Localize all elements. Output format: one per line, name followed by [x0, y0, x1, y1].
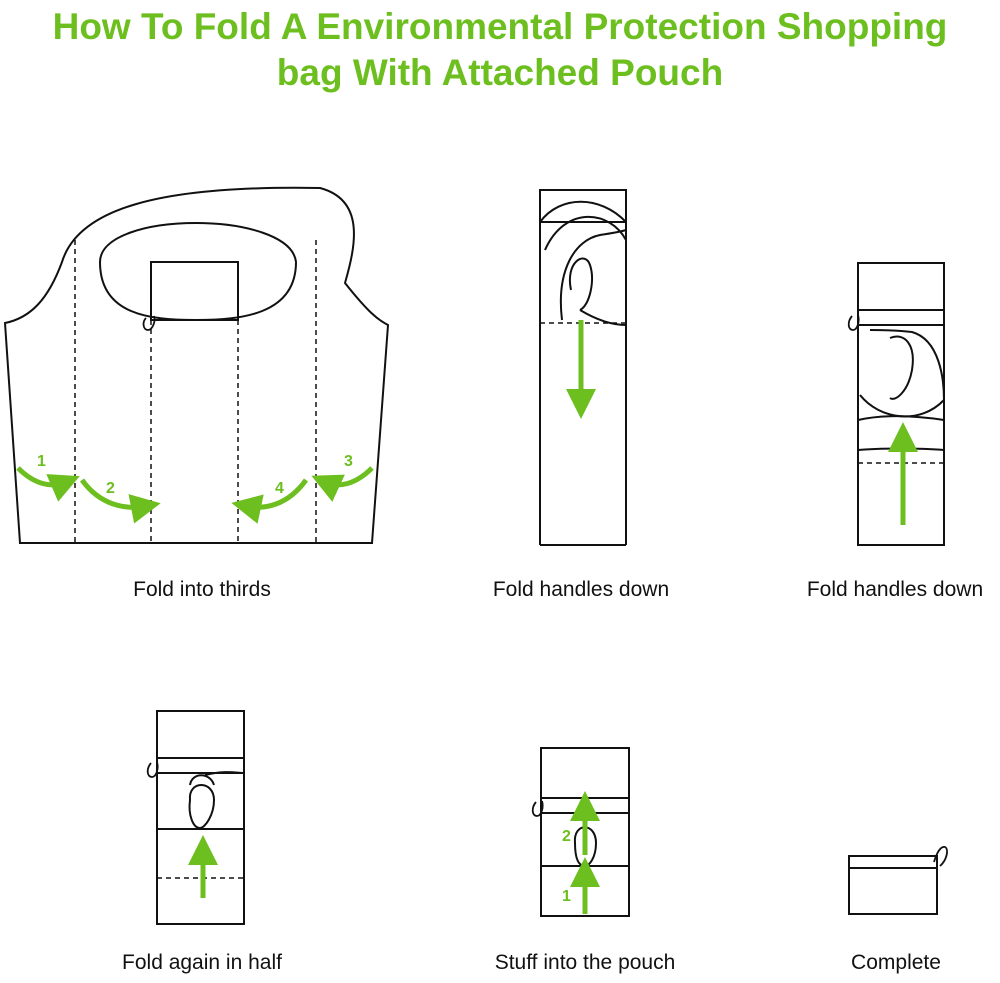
step-3-bag: [847, 262, 945, 546]
title-line-1: How To Fold A Environmental Protection S…: [52, 6, 948, 47]
fold-lines: [74, 240, 317, 543]
step-4-bag: [146, 710, 245, 925]
caption-step-5: Stuff into the pouch: [494, 951, 676, 974]
arrow-number-2: 2: [106, 480, 115, 497]
step-6-pouch: [848, 846, 948, 915]
arrow-number-3: 3: [344, 453, 353, 470]
diagram-title: How To Fold A Environmental Protection S…: [0, 4, 1000, 96]
step-1-arrow-numbers: 1 2 3 4: [37, 453, 353, 497]
arrow-number-1: 1: [562, 888, 571, 905]
caption-step-1: Fold into thirds: [133, 578, 271, 601]
step-5-arrow-numbers: 1 2: [562, 828, 571, 905]
arrow-3: [311, 466, 374, 502]
step-2-bag: [539, 189, 627, 546]
caption-step-2: Fold handles down: [492, 578, 670, 601]
step-1-arrows: [16, 466, 374, 524]
step-1-full-bag: [3, 186, 390, 544]
arrow-number-4: 4: [275, 480, 284, 497]
bag-outline: [3, 186, 390, 544]
arrow-4: [231, 478, 309, 524]
arrow-1: [16, 466, 80, 502]
arrow-number-1: 1: [37, 453, 46, 470]
arrow-number-2: 2: [562, 828, 571, 845]
caption-step-6: Complete: [851, 951, 941, 974]
zipper-pull: [142, 315, 156, 331]
caption-step-4: Fold again in half: [122, 951, 282, 974]
arrow-2: [79, 478, 161, 524]
title-line-2: bag With Attached Pouch: [276, 52, 724, 93]
pouch-rect: [150, 261, 239, 321]
caption-step-3: Fold handles down: [806, 578, 984, 601]
bag-handle-inner: [98, 222, 298, 322]
step-5-bag: [531, 747, 630, 917]
